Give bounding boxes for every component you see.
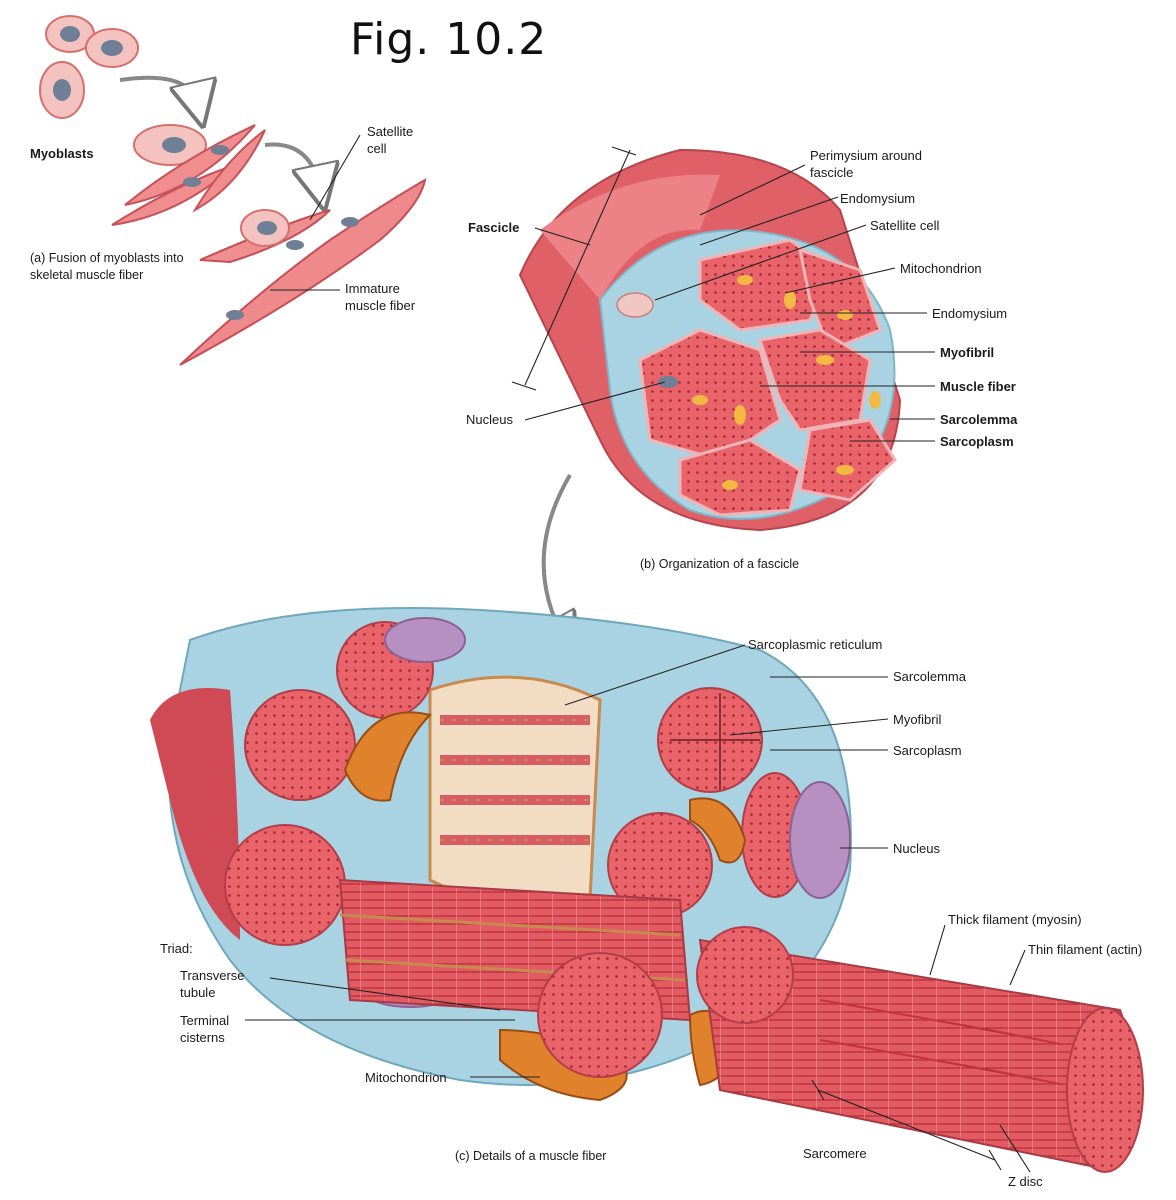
label-endomysium-top: Endomysium (840, 191, 916, 206)
caption-panel-b: (b) Organization of a fascicle (640, 557, 800, 571)
label-z-disc: Z disc (1008, 1174, 1043, 1189)
label-sarcomere: Sarcomere (803, 1146, 867, 1161)
label-triad: Triad: (160, 941, 193, 956)
label-terminal-cisterns: Terminal cisterns (180, 1013, 230, 1045)
label-endomysium: Endomysium (932, 306, 1008, 321)
muscle-fiber-drawing (150, 607, 1144, 1173)
label-nucleus-c: Nucleus (893, 841, 940, 856)
label-sarcoplasm-c: Sarcoplasm (893, 743, 962, 758)
label-sarcoplasmic-reticulum: Sarcoplasmic reticulum (748, 637, 883, 652)
label-thin-filament: Thin filament (actin) (1028, 942, 1143, 957)
label-transverse-tubule: Transverse tubule (180, 968, 245, 1000)
label-myoblasts: Myoblasts (30, 146, 94, 161)
label-satellite-cell-b: Satellite cell (870, 218, 940, 233)
label-mitochondrion-c: Mitochondrion (365, 1070, 447, 1085)
fusion-arrow-1 (119, 75, 198, 105)
figure-title: Fig. 10.2 (350, 14, 548, 65)
label-thick-filament: Thick filament (myosin) (948, 912, 1082, 927)
fusing-myoblasts (111, 124, 266, 226)
label-sarcolemma-b: Sarcolemma (940, 412, 1018, 427)
leader-lines (245, 134, 1031, 1173)
caption-panel-c: (c) Details of a muscle fiber (455, 1149, 607, 1163)
label-satellite-cell-a: Satellite cell (367, 124, 414, 156)
label-immature-muscle-fiber: Immature muscle fiber (345, 281, 416, 313)
caption-panel-a: (a) Fusion of myoblasts into skeletal mu… (30, 251, 184, 282)
label-perimysium: Perimysium around fascicle (810, 148, 922, 180)
fusion-arrow-2 (264, 142, 320, 188)
myoblast-cells (39, 15, 139, 119)
immature-muscle-fiber (179, 178, 427, 366)
label-myofibril-c: Myofibril (893, 712, 942, 727)
label-sarcolemma-c: Sarcolemma (893, 669, 966, 684)
label-sarcoplasm-b: Sarcoplasm (940, 434, 1014, 449)
label-muscle-fiber: Muscle fiber (940, 379, 1016, 394)
label-myofibril-b: Myofibril (940, 345, 995, 360)
fascicle-drawing (518, 148, 902, 532)
label-nucleus-b: Nucleus (466, 412, 513, 427)
label-mitochondrion-b: Mitochondrion (900, 261, 982, 276)
label-fascicle: Fascicle (468, 220, 520, 235)
